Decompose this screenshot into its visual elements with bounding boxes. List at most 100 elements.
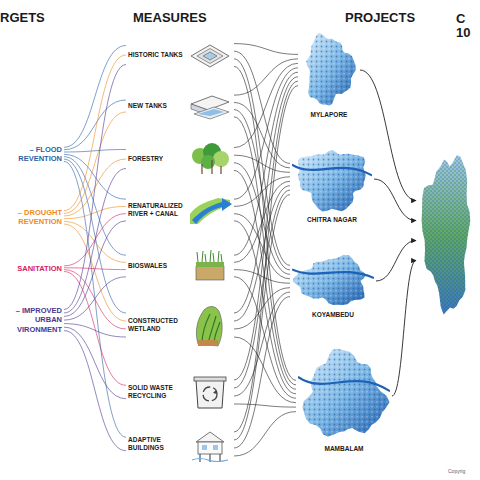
measure-text: HISTORIC TANKS xyxy=(128,51,186,59)
project-map: KOYAMBEDU xyxy=(292,252,374,318)
measure-item: SOLID WASTE RECYCLING xyxy=(128,372,232,412)
measure-text: NEW TANKS xyxy=(128,102,186,110)
node-text: SOLID WASTE RECYCLING xyxy=(128,384,186,400)
connector xyxy=(64,327,126,399)
target-label: – DROUGHT REVENTION xyxy=(4,208,62,227)
connector xyxy=(234,297,290,448)
measure-item: ADAPTIVE BUILDINGS xyxy=(128,424,232,464)
node-text: ADAPTIVE BUILDINGS xyxy=(128,436,186,452)
measure-icon xyxy=(188,248,232,284)
measure-text: BIOSWALES xyxy=(128,262,186,270)
district-map xyxy=(292,143,372,215)
target-label: – FLOOD REVENTION xyxy=(4,145,62,164)
node-text: C 10 xyxy=(456,12,478,41)
connector xyxy=(374,179,416,221)
node-text: CONSTRUCTED WETLAND xyxy=(128,317,186,333)
column-heading: RGETS xyxy=(0,10,45,25)
connector xyxy=(64,169,126,314)
node-text: MAMBALAM xyxy=(298,445,390,452)
measure-item: NEW TANKS xyxy=(128,88,232,124)
measure-icon xyxy=(188,88,232,124)
connector xyxy=(392,261,416,396)
measure-icon xyxy=(188,36,232,74)
connector xyxy=(360,70,416,201)
connector xyxy=(234,195,290,440)
city-map: C 10 xyxy=(418,12,478,316)
project-map: MYLAPORE xyxy=(300,30,358,118)
column-heading: MEASURES xyxy=(133,10,207,25)
node-text: RENATURALIZED RIVER + CANAL xyxy=(128,202,186,218)
district-map xyxy=(292,252,374,310)
connector xyxy=(234,277,296,398)
connector xyxy=(64,272,126,386)
measure-text: FORESTRY xyxy=(128,155,186,163)
measure-text: ADAPTIVE BUILDINGS xyxy=(128,436,186,452)
district-map xyxy=(300,30,358,110)
connector xyxy=(234,68,298,199)
connector xyxy=(234,270,290,284)
measure-text: RENATURALIZED RIVER + CANAL xyxy=(128,202,186,218)
node-text: – DROUGHT REVENTION xyxy=(4,208,62,227)
measure-icon xyxy=(188,300,232,350)
connector xyxy=(234,44,298,55)
connector xyxy=(234,86,298,432)
connector xyxy=(234,221,296,394)
connector xyxy=(234,404,296,407)
measure-icon xyxy=(188,192,232,228)
connector xyxy=(234,292,290,396)
measure-icon xyxy=(188,372,232,412)
connector xyxy=(234,59,298,95)
measure-item: BIOSWALES xyxy=(128,248,232,284)
connector xyxy=(234,102,290,167)
target-label: – IMPROVED URBAN VIRONMENT xyxy=(4,306,62,334)
measure-item: FORESTRY xyxy=(128,140,232,178)
connector xyxy=(64,224,126,321)
measure-item: HISTORIC TANKS xyxy=(128,36,232,74)
connector xyxy=(234,117,296,385)
measure-text: CONSTRUCTED WETLAND xyxy=(128,317,186,333)
measure-item: RENATURALIZED RIVER + CANAL xyxy=(128,192,232,228)
connector xyxy=(64,161,126,437)
node-text: BIOSWALES xyxy=(128,262,186,270)
connector xyxy=(64,277,126,320)
connector xyxy=(64,221,126,317)
connector xyxy=(234,63,298,147)
measure-item: CONSTRUCTED WETLAND xyxy=(128,300,232,350)
district-map xyxy=(298,348,390,444)
connector xyxy=(234,51,290,163)
column-heading: PROJECTS xyxy=(345,10,415,25)
connector xyxy=(234,288,290,329)
connector xyxy=(64,270,126,329)
connector xyxy=(234,155,290,172)
node-text: KOYAMBEDU xyxy=(292,311,374,318)
project-map: CHITRA NAGAR xyxy=(292,143,372,223)
connector xyxy=(234,81,298,380)
connector xyxy=(64,112,126,213)
node-text: – IMPROVED URBAN VIRONMENT xyxy=(4,306,62,334)
node-text: NEW TANKS xyxy=(128,102,186,110)
project-map: MAMBALAM xyxy=(298,348,390,452)
measure-icon xyxy=(188,424,232,464)
node-text: SANITATION xyxy=(4,264,62,273)
node-text: HISTORIC TANKS xyxy=(128,51,186,59)
connector xyxy=(234,190,290,388)
connector xyxy=(64,159,126,313)
connector xyxy=(64,65,126,310)
connector xyxy=(64,206,126,218)
connector xyxy=(234,177,290,207)
connector xyxy=(64,150,126,153)
copyright-note: Copyrig xyxy=(448,468,465,474)
node-text: – FLOOD REVENTION xyxy=(4,145,62,164)
connector xyxy=(234,59,290,266)
connector xyxy=(64,100,126,150)
district-map xyxy=(418,146,476,316)
target-label: SANITATION xyxy=(4,264,62,273)
node-text: FORESTRY xyxy=(128,155,186,163)
connector xyxy=(234,412,296,456)
node-text: CHITRA NAGAR xyxy=(292,216,372,223)
node-text: MYLAPORE xyxy=(300,111,358,118)
measure-text: SOLID WASTE RECYCLING xyxy=(128,384,186,400)
measure-icon xyxy=(188,140,232,178)
connector xyxy=(64,331,126,451)
